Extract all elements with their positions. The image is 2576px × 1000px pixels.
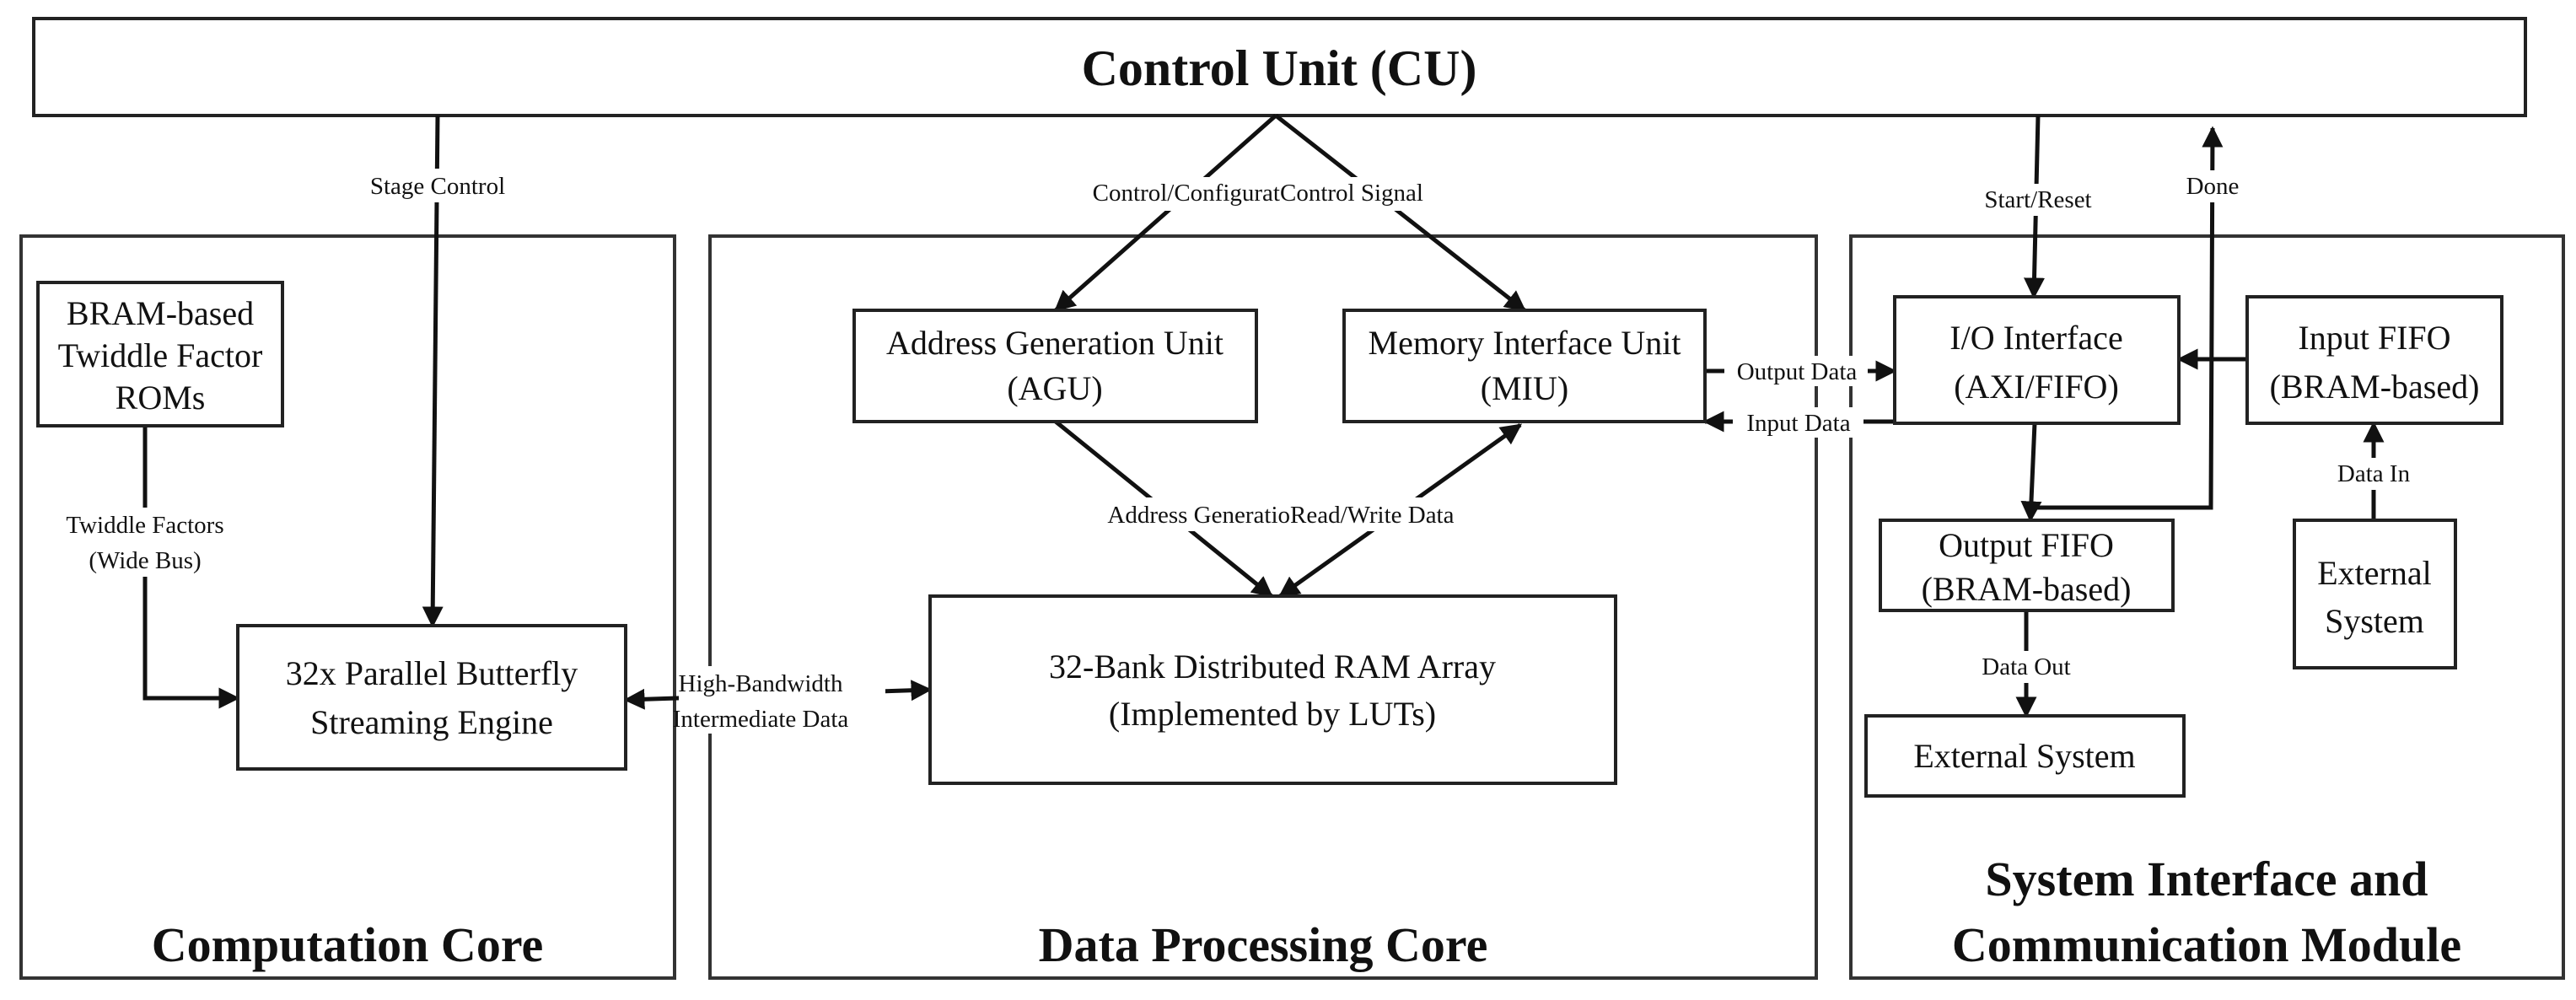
- control-signal-wire: [1274, 114, 1526, 312]
- ram-array-line1: 32-Bank Distributed RAM Array: [1049, 648, 1496, 685]
- done-wire: [2030, 126, 2224, 510]
- butterfly-engine-block: 32x Parallel Butterfly Streaming Engine: [236, 624, 627, 771]
- butterfly-line1: 32x Parallel Butterfly: [286, 654, 578, 692]
- output-fifo-line1: Output FIFO: [1939, 526, 2114, 564]
- output-fifo-line2: (BRAM-based): [1922, 570, 2132, 608]
- miu-line2: (MIU): [1481, 369, 1568, 407]
- start-reset-label: Start/Reset: [1984, 186, 2091, 213]
- miu-block: Memory Interface Unit (MIU): [1342, 309, 1707, 423]
- output-fifo-block: Output FIFO (BRAM-based): [1879, 519, 2175, 612]
- twiddle-factor-rom-block: BRAM-based Twiddle Factor ROMs: [36, 281, 284, 427]
- miu-line1: Memory Interface Unit: [1369, 324, 1681, 362]
- read-write-data-label: Read/Write Data: [1290, 502, 1455, 529]
- control-signal-label: Control Signal: [1280, 180, 1423, 207]
- twiddle-rom-line2: Twiddle Factor: [58, 336, 263, 374]
- external-system-in-line1: External: [2317, 554, 2432, 592]
- computation-core-section: Computation Core: [19, 234, 676, 980]
- twiddle-factors-label-line1: Twiddle Factors: [66, 512, 223, 539]
- high-bandwidth-label-line1: High-Bandwidth: [679, 670, 843, 697]
- input-fifo-block: Input FIFO (BRAM-based): [2245, 295, 2503, 425]
- system-interface-section: System Interface and Communication Modul…: [1849, 234, 2565, 980]
- address-generation-label: Address Generatio: [1107, 502, 1290, 529]
- computation-core-title: Computation Core: [152, 917, 544, 972]
- io-interface-block: I/O Interface (AXI/FIFO): [1893, 295, 2181, 425]
- data-processing-core-section: Data Processing Core: [708, 234, 1818, 980]
- done-label: Done: [2186, 173, 2240, 200]
- input-data-label: Input Data: [1746, 410, 1850, 437]
- agu-line2: (AGU): [1007, 369, 1102, 407]
- edge-labels: Stage Control Control/Configurat Control…: [46, 169, 2418, 734]
- external-system-output-block: External System: [1864, 714, 2186, 798]
- ram-array-line2: (Implemented by LUTs): [1109, 695, 1436, 733]
- butterfly-line2: Streaming Engine: [310, 703, 553, 741]
- system-interface-title-line1: System Interface and: [1985, 852, 2428, 906]
- agu-line1: Address Generation Unit: [886, 324, 1223, 362]
- input-fifo-line2: (BRAM-based): [2270, 368, 2480, 406]
- system-interface-title-line2: Communication Module: [1952, 917, 2461, 972]
- io-to-output-fifo-wire: [2020, 422, 2042, 523]
- high-bandwidth-label-line2: Intermediate Data: [673, 706, 849, 733]
- stage-control-label: Stage Control: [370, 173, 505, 200]
- input-fifo-line1: Input FIFO: [2298, 319, 2450, 357]
- data-in-label: Data In: [2337, 460, 2411, 487]
- control-config-label: Control/Configurat: [1093, 180, 1280, 207]
- io-interface-line1: I/O Interface: [1949, 319, 2122, 357]
- twiddle-rom-line3: ROMs: [116, 379, 206, 417]
- ram-array-block: 32-Bank Distributed RAM Array (Implement…: [928, 594, 1617, 785]
- external-system-in-line2: System: [2325, 602, 2424, 640]
- io-interface-line2: (AXI/FIFO): [1954, 368, 2119, 406]
- data-processing-core-title: Data Processing Core: [1039, 917, 1488, 972]
- output-data-label: Output Data: [1737, 358, 1858, 385]
- control-unit: Control Unit (CU): [32, 17, 2527, 117]
- data-out-label: Data Out: [1982, 653, 2071, 680]
- external-system-input-block: External System: [2293, 519, 2457, 669]
- twiddle-rom-line1: BRAM-based: [67, 294, 254, 332]
- twiddle-factors-label-line2: (Wide Bus): [89, 547, 201, 574]
- external-system-out-line1: External System: [1913, 737, 2135, 775]
- control-unit-title: Control Unit (CU): [1082, 40, 1477, 96]
- agu-block: Address Generation Unit (AGU): [852, 309, 1258, 423]
- control-config-wire: [1054, 114, 1277, 312]
